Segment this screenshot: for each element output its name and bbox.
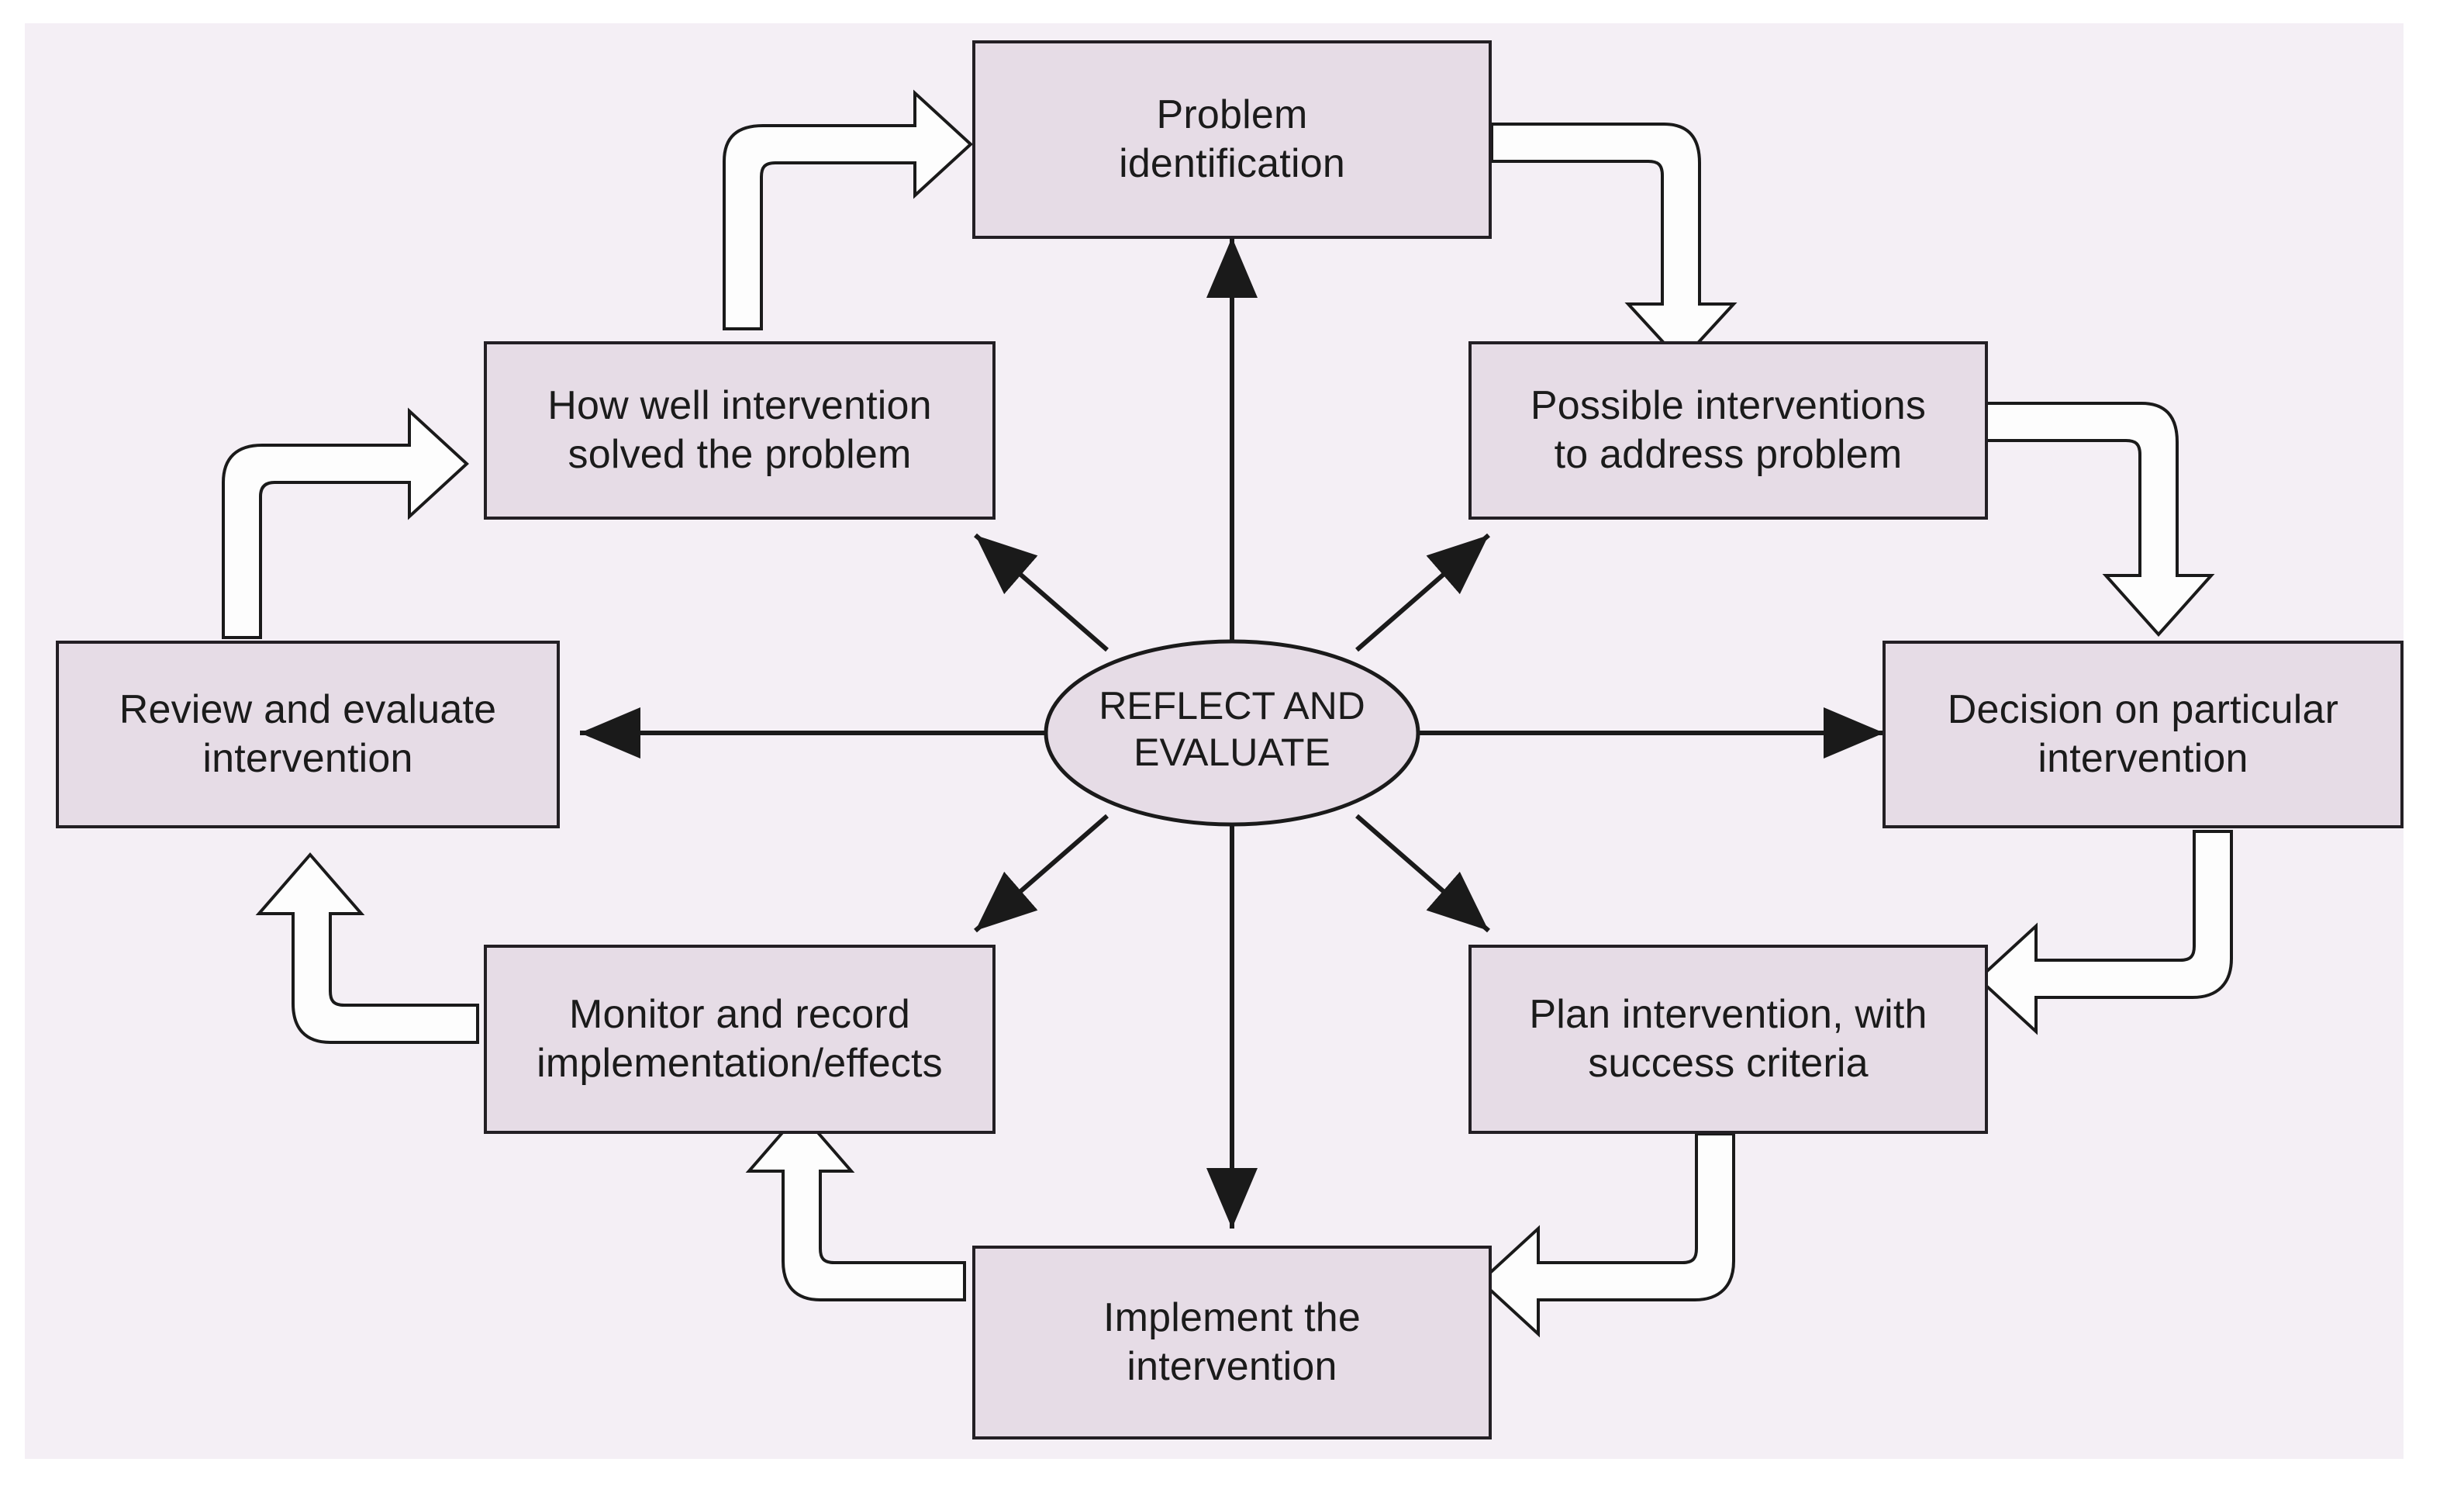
node-label: Possible interventions to address proble… — [1530, 382, 1927, 477]
node-problem-identification[interactable]: Problem identification — [972, 40, 1492, 239]
node-decision-on-intervention[interactable]: Decision on particular intervention — [1883, 641, 2404, 828]
arrow-possible-to-decision — [1985, 402, 2215, 637]
node-label: Implement the intervention — [1103, 1294, 1361, 1389]
arrow-how-well-to-problem — [723, 89, 973, 330]
node-monitor-and-record[interactable]: Monitor and record implementation/effect… — [484, 945, 996, 1134]
node-implement-intervention[interactable]: Implement the intervention — [972, 1246, 1492, 1439]
connector-hub-to-plan — [1355, 814, 1490, 933]
arrow-problem-to-possible — [1490, 123, 1738, 364]
node-label: Review and evaluate intervention — [119, 686, 497, 781]
node-possible-interventions[interactable]: Possible interventions to address proble… — [1468, 341, 1988, 520]
node-review-and-evaluate[interactable]: Review and evaluate intervention — [56, 641, 560, 828]
node-plan-intervention[interactable]: Plan intervention, with success criteria — [1468, 945, 1988, 1134]
node-label: Plan intervention, with success criteria — [1529, 991, 1927, 1086]
connector-hub-to-howwell — [974, 533, 1109, 652]
node-label: Decision on particular intervention — [1947, 686, 2339, 781]
connector-hub-to-possible — [1355, 533, 1490, 652]
arrow-review-to-howwell — [222, 407, 469, 639]
connector-hub-to-monitor — [974, 814, 1109, 933]
arrow-plan-to-implement — [1479, 1132, 1735, 1338]
hub-ellipse — [1044, 639, 1420, 827]
arrow-implement-to-monitor — [745, 1109, 966, 1301]
arrow-monitor-to-review — [255, 852, 479, 1044]
node-label: Problem identification — [1119, 92, 1345, 186]
node-label: Monitor and record implementation/effect… — [537, 991, 943, 1086]
node-how-well-solved[interactable]: How well intervention solved the problem — [484, 341, 996, 520]
arrow-decision-to-plan — [1976, 830, 2233, 1035]
node-label: How well intervention solved the problem — [547, 382, 932, 477]
